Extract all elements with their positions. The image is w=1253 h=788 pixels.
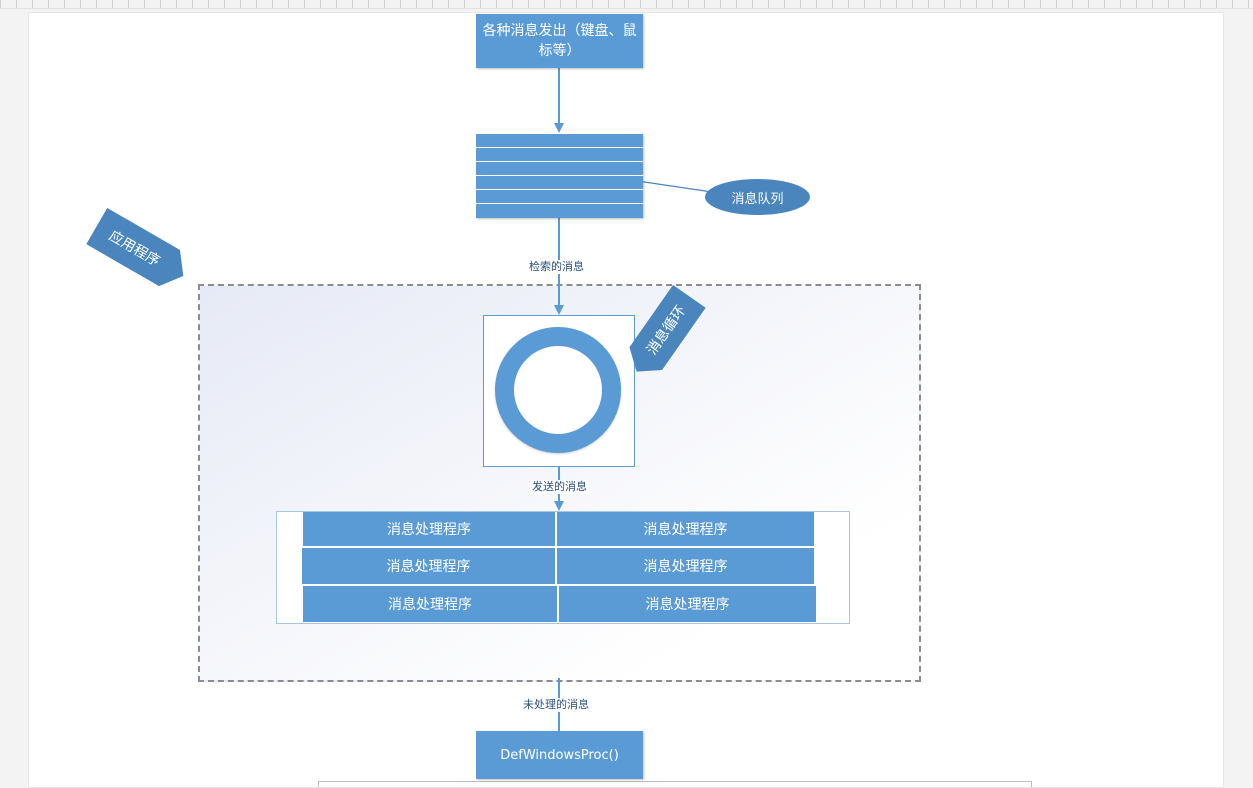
bottom-table-edge bbox=[318, 781, 1032, 787]
top-ruler bbox=[0, 0, 1253, 9]
defwindowproc-box: DefWindowsProc() bbox=[476, 731, 643, 779]
queue-slot-line bbox=[476, 189, 643, 190]
handler-cell: 消息处理程序 bbox=[303, 586, 557, 622]
queue-slot-line bbox=[476, 203, 643, 204]
message-source-label: 各种消息发出（键盘、鼠标等） bbox=[482, 23, 637, 59]
handler-cell: 消息处理程序 bbox=[303, 512, 555, 546]
message-queue-callout: 消息队列 bbox=[705, 179, 810, 215]
application-tag: 应用程序 bbox=[86, 207, 194, 294]
handler-cell: 消息处理程序 bbox=[302, 548, 555, 584]
defwindowproc-label: DefWindowsProc() bbox=[500, 747, 619, 763]
message-loop-tag-shape bbox=[629, 284, 706, 372]
message-queue-label: 消息队列 bbox=[731, 191, 784, 207]
handler-cell: 消息处理程序 bbox=[557, 548, 814, 584]
message-source-box: 各种消息发出（键盘、鼠标等） bbox=[476, 14, 643, 68]
application-tag-shape bbox=[86, 207, 184, 287]
retrieved-message-label: 检索的消息 bbox=[527, 260, 586, 274]
handler-cell: 消息处理程序 bbox=[557, 512, 814, 546]
queue-slot-line bbox=[476, 161, 643, 162]
handler-cell: 消息处理程序 bbox=[559, 586, 816, 622]
message-loop-ring bbox=[495, 327, 621, 453]
queue-slot-line bbox=[476, 175, 643, 176]
queue-slot-line bbox=[476, 147, 643, 148]
unprocessed-message-label: 未处理的消息 bbox=[521, 698, 591, 712]
message-loop-tag: 消息循环 bbox=[620, 284, 706, 383]
message-queue-shape bbox=[476, 134, 643, 218]
sent-message-label: 发送的消息 bbox=[530, 480, 589, 494]
